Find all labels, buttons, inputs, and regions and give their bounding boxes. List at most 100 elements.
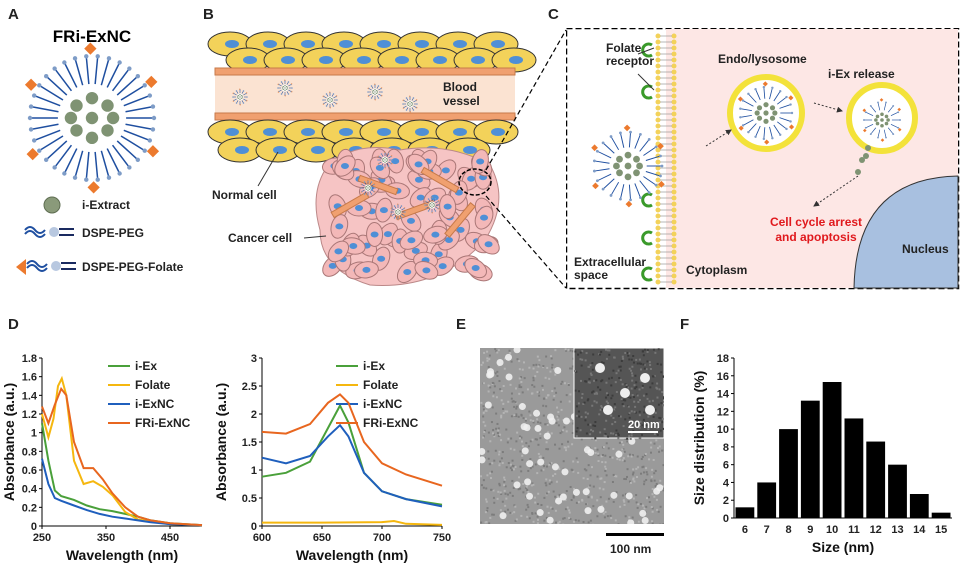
y-tick-label: 0.2 bbox=[22, 502, 37, 514]
x-tick-label: 12 bbox=[870, 524, 882, 536]
legend-label: Folate bbox=[135, 378, 171, 392]
nanoparticles-in-vessel bbox=[232, 79, 440, 221]
x-axis-title: Size (nm) bbox=[812, 539, 874, 555]
legend-label: i-ExNC bbox=[363, 397, 403, 411]
x-axis-title: Wavelength (nm) bbox=[296, 547, 408, 563]
lipid-icon bbox=[24, 226, 74, 238]
x-tick-label: 14 bbox=[913, 524, 926, 536]
y-tick-label: 0.4 bbox=[22, 484, 38, 496]
tem-image: 20 nm bbox=[480, 348, 664, 524]
series-line-i-ExNC bbox=[41, 458, 203, 527]
x-tick-label: 750 bbox=[433, 532, 451, 544]
legend-label-dspe-peg-folate: DSPE-PEG-Folate bbox=[82, 260, 184, 274]
normal-cell-label: Normal cell bbox=[212, 188, 277, 202]
y-tick-label: 0.5 bbox=[242, 493, 257, 505]
legend-label: i-Ex bbox=[135, 359, 157, 373]
scale-main-label: 100 nm bbox=[610, 542, 652, 556]
tumor-mass bbox=[315, 147, 500, 286]
nucleus-label: Nucleus bbox=[902, 242, 949, 256]
nanocapsule-icon bbox=[24, 42, 160, 194]
legend-label-iextract: i-Extract bbox=[82, 198, 130, 212]
y-axis-title: Absorbance (a.u.) bbox=[1, 383, 17, 501]
y-tick-label: 0 bbox=[31, 521, 37, 533]
y-tick-label: 4 bbox=[723, 477, 730, 489]
legend-label: i-ExNC bbox=[135, 397, 175, 411]
y-tick-label: 1.2 bbox=[22, 409, 37, 421]
iex-release-label: i-Ex release bbox=[828, 67, 895, 81]
panel-label-e: E bbox=[456, 316, 467, 333]
sphere-icon bbox=[43, 196, 61, 214]
panel-a-diagram: FRi-ExNC i-Extract DSPE-PEG DSPE-PEG-Fol… bbox=[16, 27, 184, 275]
series-line-Folate bbox=[262, 519, 443, 526]
y-tick-label: 2 bbox=[723, 495, 729, 507]
y-tick-label: 1.6 bbox=[22, 372, 37, 384]
x-tick-label: 250 bbox=[33, 532, 51, 544]
endo-lysosome-label: Endo/lysosome bbox=[718, 52, 807, 66]
y-tick-label: 2.5 bbox=[242, 381, 257, 393]
y-tick-label: 8 bbox=[723, 442, 729, 454]
y-tick-label: 1.5 bbox=[242, 437, 257, 449]
y-tick-label: 16 bbox=[717, 371, 729, 383]
bar-6 bbox=[735, 507, 755, 518]
x-tick-label: 8 bbox=[785, 524, 791, 536]
x-tick-label: 13 bbox=[891, 524, 903, 536]
y-axis-title: Absorbance (a.u.) bbox=[213, 383, 229, 501]
panel-label-a: A bbox=[8, 6, 19, 23]
x-tick-label: 6 bbox=[742, 524, 748, 536]
x-tick-label: 350 bbox=[97, 532, 115, 544]
x-tick-label: 10 bbox=[826, 524, 838, 536]
x-tick-label: 650 bbox=[313, 532, 331, 544]
x-tick-label: 11 bbox=[848, 524, 860, 536]
x-tick-label: 15 bbox=[935, 524, 947, 536]
y-tick-label: 18 bbox=[717, 353, 729, 365]
bar-10 bbox=[822, 382, 842, 518]
vessel-wall-top bbox=[214, 67, 516, 76]
y-tick-label: 0 bbox=[723, 513, 729, 525]
bar-12 bbox=[866, 441, 886, 518]
series-line-FRi-ExNC bbox=[261, 393, 443, 487]
bar-9 bbox=[800, 400, 820, 518]
cytoplasm-label: Cytoplasm bbox=[686, 263, 747, 277]
x-tick-label: 9 bbox=[807, 524, 813, 536]
panel-label-b: B bbox=[203, 6, 214, 23]
y-tick-label: 1.8 bbox=[22, 353, 37, 365]
x-tick-label: 450 bbox=[161, 532, 179, 544]
y-tick-label: 6 bbox=[723, 460, 729, 472]
y-tick-label: 0.8 bbox=[22, 446, 37, 458]
bar-11 bbox=[844, 418, 864, 518]
cancer-cell-label: Cancer cell bbox=[228, 231, 292, 245]
y-tick-label: 3 bbox=[251, 353, 257, 365]
scale-bar-main bbox=[606, 533, 664, 536]
y-tick-label: 14 bbox=[717, 389, 730, 401]
nucleus bbox=[853, 175, 959, 289]
scale-inset-label: 20 nm bbox=[628, 419, 660, 431]
y-tick-label: 12 bbox=[717, 406, 729, 418]
panel-label-f: F bbox=[680, 316, 690, 333]
panel-a-title: FRi-ExNC bbox=[53, 27, 131, 46]
folate-lipid-icon bbox=[16, 259, 76, 275]
y-tick-label: 10 bbox=[717, 424, 729, 436]
legend-label-dspe-peg: DSPE-PEG bbox=[82, 226, 144, 240]
legend-label: FRi-ExNC bbox=[135, 416, 191, 430]
y-tick-label: 0 bbox=[251, 521, 257, 533]
y-tick-label: 1 bbox=[31, 428, 37, 440]
bar-13 bbox=[888, 464, 907, 518]
nanocapsule-icon bbox=[591, 124, 665, 208]
legend-label: FRi-ExNC bbox=[363, 416, 419, 430]
panel-label-d: D bbox=[8, 316, 19, 333]
legend-label: Folate bbox=[363, 378, 399, 392]
bar-8 bbox=[779, 429, 798, 518]
legend-label: i-Ex bbox=[363, 359, 385, 373]
y-axis-title: Size distribution (%) bbox=[691, 371, 707, 506]
y-tick-label: 1 bbox=[251, 465, 257, 477]
bar-15 bbox=[931, 512, 951, 518]
x-tick-label: 700 bbox=[373, 532, 391, 544]
y-tick-label: 0.6 bbox=[22, 465, 37, 477]
